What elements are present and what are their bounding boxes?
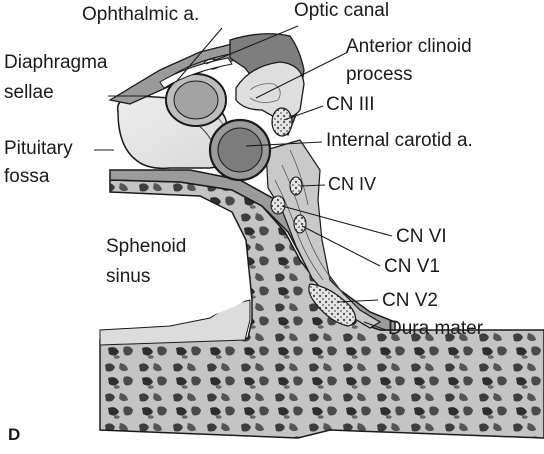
pituitary-fossa-label-2: fossa (4, 166, 50, 187)
cn3-label: CN III (326, 94, 375, 115)
internal-carotid-label: Internal carotid a. (326, 130, 473, 151)
leader-lines (94, 25, 393, 331)
optic-canal-label: Optic canal (294, 0, 390, 21)
dura-mater-label: Dura mater (388, 318, 484, 339)
cn3-nerve (271, 107, 293, 137)
sphenoid-sinus-label-1: Sphenoid (106, 236, 187, 257)
anterior-clinoid-label-1: Anterior clinoid (346, 36, 472, 57)
cn6-label: CN VI (396, 226, 447, 247)
ophthalmic-artery-label: Ophthalmic a. (82, 4, 200, 25)
cn5-2-nerve (308, 283, 357, 327)
anterior-clinoid-process (235, 61, 305, 119)
anterior-clinoid-label-2: process (346, 64, 413, 85)
diaphragma-sellae-label-1: Diaphragma (4, 52, 108, 73)
cn5-1-label: CN V1 (384, 256, 440, 277)
cn5-1-nerve (293, 214, 307, 234)
cn4-label: CN IV (328, 174, 377, 194)
panel-letter: D (8, 425, 21, 444)
cn5-2-label: CN V2 (382, 290, 438, 311)
cn6-nerve (270, 195, 286, 215)
pituitary-fossa-label-1: Pituitary (4, 138, 73, 159)
sphenoid-sinus-label-2: sinus (106, 266, 151, 287)
diaphragma-sellae-label-2: sellae (4, 82, 54, 103)
